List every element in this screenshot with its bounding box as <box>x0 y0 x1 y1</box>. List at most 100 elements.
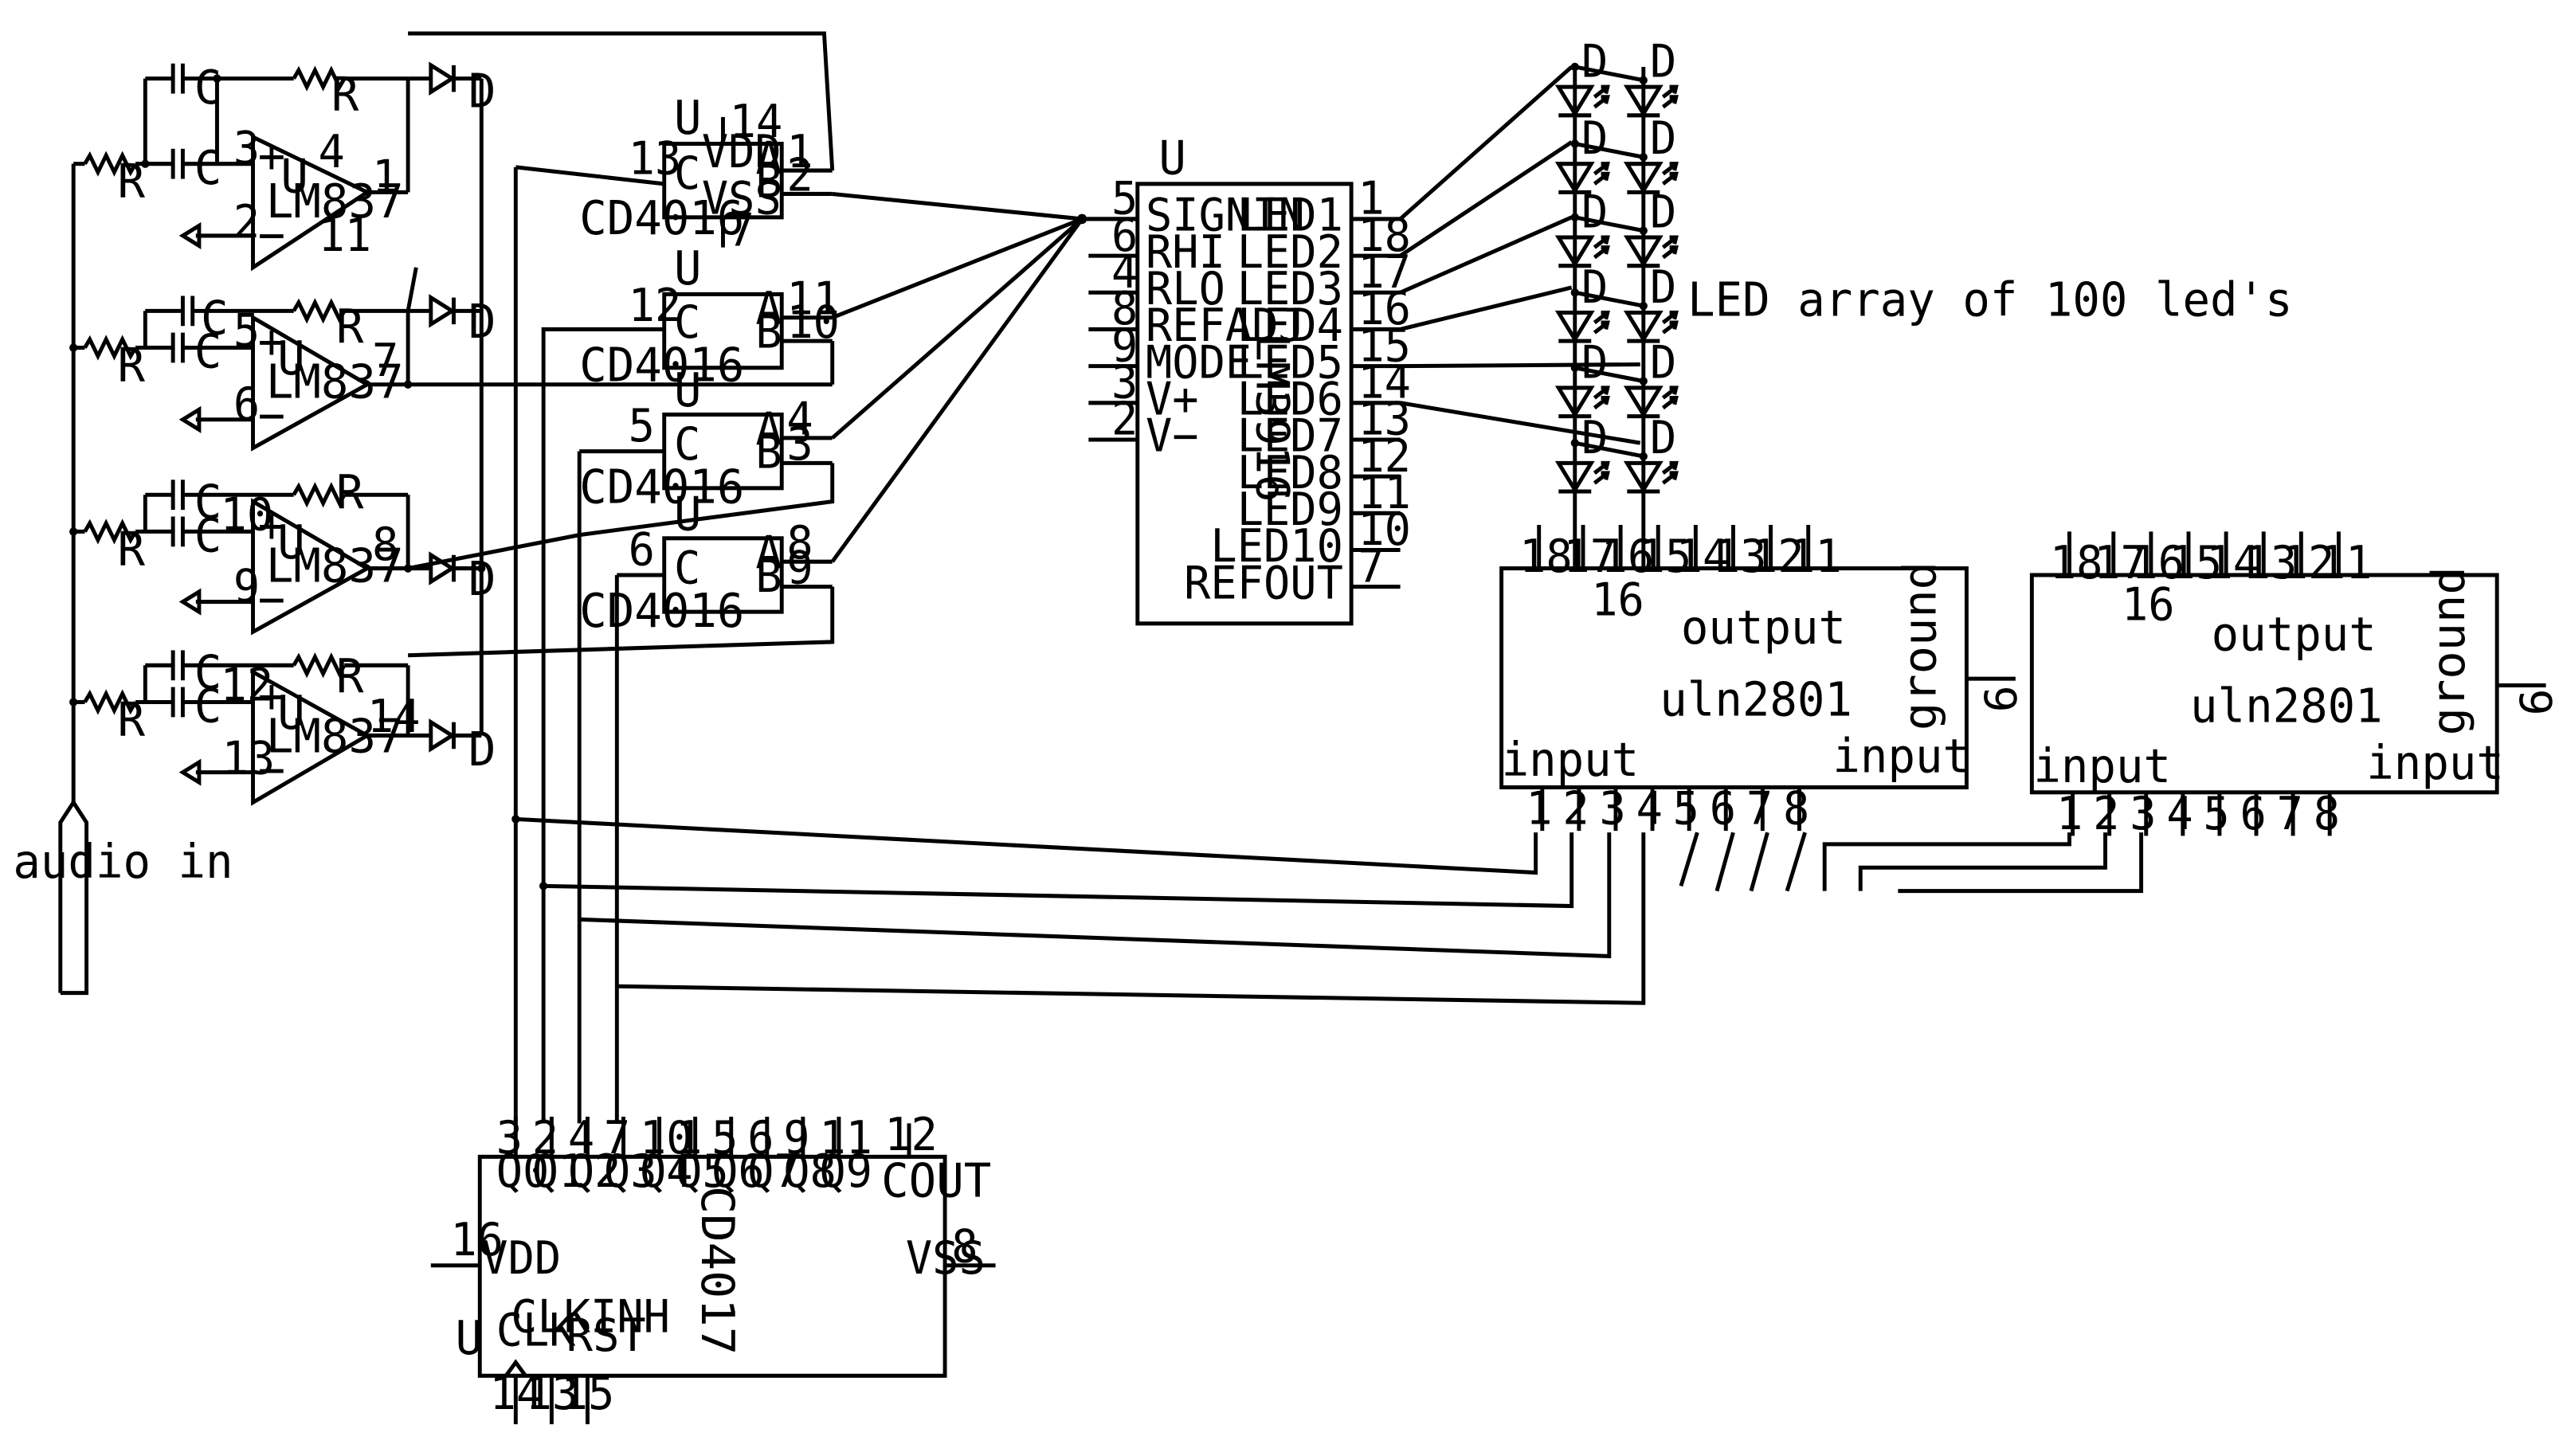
pin-number: 4 <box>786 393 813 446</box>
pin-number: 13 <box>629 133 682 186</box>
unit-label: U <box>277 515 305 569</box>
diode-label: D <box>1581 186 1608 239</box>
pin-number: 3 <box>496 1113 523 1165</box>
led-row-wire <box>1574 142 1644 159</box>
pin-label: RLO <box>1146 263 1225 315</box>
pin-number: 8 <box>951 1221 978 1274</box>
wire <box>408 586 835 658</box>
plus-sign: + <box>258 668 286 723</box>
driver-part-label: uln2801 <box>1660 672 1852 727</box>
pin-number: 1 <box>676 1113 702 1165</box>
capacitor-label: C <box>194 324 222 379</box>
plus-sign: + <box>258 498 286 553</box>
diode-label: D <box>1650 412 1676 464</box>
diode-label: D <box>1581 261 1608 314</box>
pin-number: 14 <box>490 1368 543 1421</box>
pin-number: 5 <box>629 400 655 452</box>
pin-label: LED7 <box>1237 410 1343 463</box>
pin-number: 8 <box>2314 788 2340 840</box>
led-icon <box>1558 87 1607 115</box>
unit-label: U <box>1158 131 1186 186</box>
pin-label: Q7 <box>747 1145 801 1198</box>
pin-number: 11 <box>318 209 371 262</box>
vdd-label: VDD <box>702 126 782 178</box>
pin-label: Q1 <box>532 1145 586 1198</box>
resistor-label: R <box>336 648 364 703</box>
unit-label: U <box>674 241 702 296</box>
led-row-wire <box>1574 290 1644 308</box>
terminal-b-label: B <box>755 427 782 479</box>
terminal-a-label: A <box>755 527 782 580</box>
pin-number: 2 <box>1562 783 1589 836</box>
pin-number: 17 <box>1563 530 1617 583</box>
pin-number: 2 <box>786 150 813 202</box>
led-connection-wires <box>1398 65 1641 445</box>
pin-number: 7 <box>1358 541 1384 593</box>
ground-label: ground <box>1893 562 1946 730</box>
pin-number: 9 <box>233 561 260 613</box>
pin-number: 3 <box>1600 783 1626 836</box>
pin-number: 7 <box>1746 783 1773 836</box>
led-row-wire <box>1574 366 1644 383</box>
pin-number: 13 <box>1714 530 1767 583</box>
diode-label: D <box>1650 337 1676 389</box>
unit-label: U <box>674 90 702 145</box>
output-label: output <box>1681 600 1846 655</box>
pin-number: 9 <box>783 1113 809 1165</box>
switch-part-label: CD4016 <box>579 190 744 245</box>
resistor-label: R <box>117 692 145 747</box>
terminal-a-label: A <box>755 133 782 186</box>
capacitor-label: C <box>194 679 222 734</box>
unit-label: U <box>277 331 305 386</box>
pin-label: MODE <box>1146 337 1252 389</box>
minus-sign: − <box>258 388 286 443</box>
driver-part-label: LM3916 <box>1245 334 1299 503</box>
input-label: input <box>1502 732 1640 787</box>
diode-label: D <box>1650 36 1676 88</box>
plus-sign: + <box>258 129 286 184</box>
vss-label: VSS <box>702 173 782 225</box>
led-row-wire <box>1574 65 1644 83</box>
pin-number: 5 <box>1111 173 1138 225</box>
pin-number: 9 <box>1973 685 2024 712</box>
pin-number: 1 <box>1526 783 1552 836</box>
input-label: input <box>2033 739 2171 794</box>
pin-number: 12 <box>2282 538 2335 590</box>
capacitor-label: C <box>194 645 222 700</box>
capacitor-label: C <box>194 60 222 115</box>
opamp-part-label: LM837 <box>266 354 404 409</box>
terminal-a-label: A <box>755 404 782 456</box>
pin-number: 12 <box>1358 430 1411 483</box>
pin-number: 6 <box>747 1113 774 1165</box>
minus-sign: − <box>258 572 286 627</box>
pin-number: 15 <box>1639 530 1692 583</box>
pin-label: RHI <box>1146 226 1225 279</box>
pin-number: 8 <box>1783 783 1809 836</box>
unit-label: U <box>674 362 702 417</box>
pin-label: Q5 <box>676 1145 729 1198</box>
audio-in-label: audio in <box>13 834 233 889</box>
diode-label: D <box>1650 261 1676 314</box>
pin-number: 11 <box>1358 467 1411 519</box>
pin-number: 16 <box>450 1215 504 1267</box>
pin-number: 6 <box>1710 783 1736 836</box>
unit-label: U <box>674 487 702 542</box>
pin-number: 11 <box>2319 538 2373 590</box>
pin-label: LED2 <box>1237 226 1343 279</box>
pin-number: 7 <box>372 335 398 388</box>
pin-number: 12 <box>221 660 274 712</box>
led-icon <box>1627 87 1675 115</box>
pin-number: 18 <box>2050 538 2103 590</box>
unit-label: U <box>280 149 308 204</box>
pin-label: LED5 <box>1237 337 1343 389</box>
pin-label: LED10 <box>1210 521 1342 573</box>
resistor-label: R <box>117 154 145 209</box>
pin-label: LED3 <box>1237 263 1343 315</box>
pin-label: COUT <box>881 1153 991 1208</box>
pin-label: Q0 <box>496 1145 550 1198</box>
diode-label: D <box>1581 36 1608 88</box>
pin-number: 15 <box>562 1368 615 1421</box>
